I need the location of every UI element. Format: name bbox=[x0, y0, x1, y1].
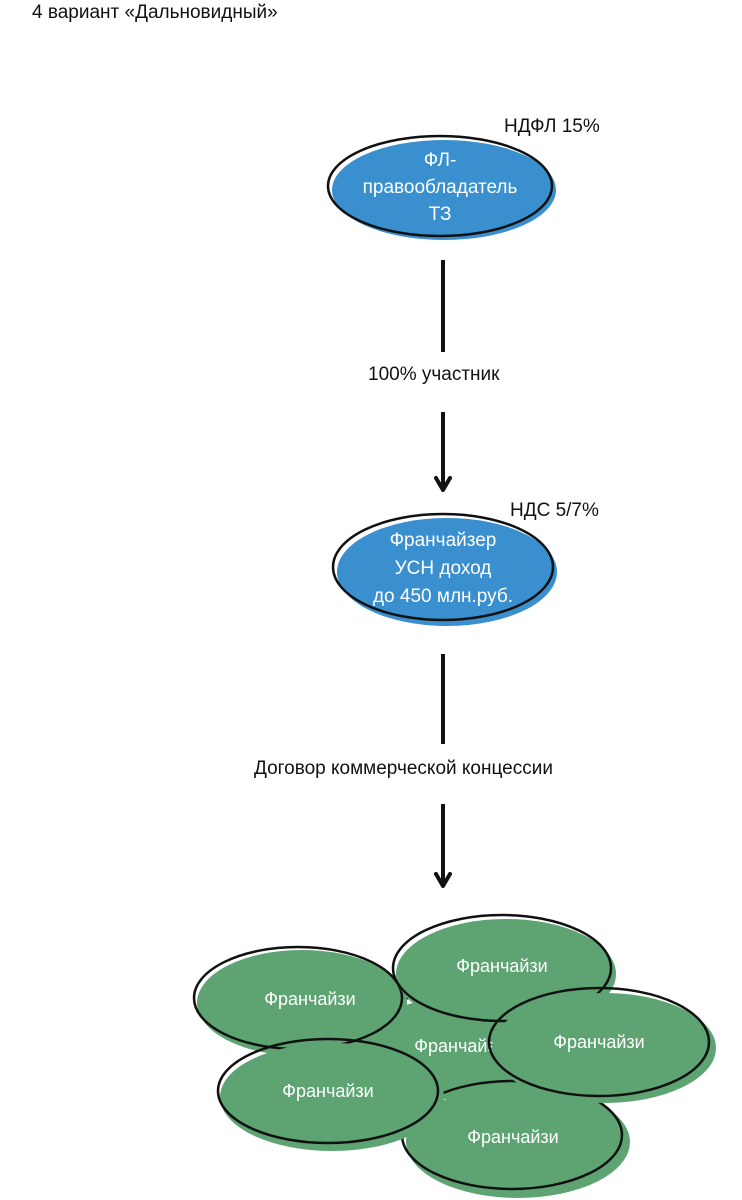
franchisee-cluster: Франчайзи Франчайзи Франчайзи Франчайзи … bbox=[192, 913, 716, 1198]
diagram-title: 4 вариант «Дальновидный» bbox=[32, 2, 278, 23]
edge-1-arrowhead-icon bbox=[434, 476, 452, 492]
franchisee-node-left-top: Франчайзи bbox=[192, 945, 407, 1056]
node-franchisor-shape bbox=[337, 518, 557, 626]
node-owner: ФЛ- правообладатель ТЗ bbox=[326, 134, 556, 240]
node-franchisor-line-1: Франчайзер bbox=[390, 530, 497, 551]
node-franchisor-line-3: до 450 млн.руб. bbox=[373, 586, 513, 607]
franchisee-node-right: Франчайзи bbox=[487, 986, 716, 1103]
node-franchisor-line-2: УСН доход bbox=[395, 558, 492, 579]
franchisee-label-left-bottom: Франчайзи bbox=[282, 1081, 373, 1101]
node-owner-outline bbox=[326, 134, 554, 238]
edge-2-arrowhead-icon bbox=[434, 872, 452, 888]
franchisee-node-bottom: Франчайзи bbox=[400, 1079, 630, 1198]
node-franchisor: Франчайзер УСН доход до 450 млн.руб. bbox=[331, 512, 557, 626]
edge-2-label: Договор коммерческой концессии bbox=[254, 758, 553, 779]
franchisee-label-bottom: Франчайзи bbox=[467, 1127, 558, 1147]
node-owner-line-1: ФЛ- bbox=[424, 150, 457, 171]
owner-tax-label: НДФЛ 15% bbox=[504, 116, 600, 137]
node-owner-shape bbox=[332, 140, 556, 240]
node-owner-line-3: ТЗ bbox=[429, 204, 452, 225]
franchisor-tax-label: НДС 5/7% bbox=[510, 500, 599, 521]
franchisee-label-center: Франчайзи bbox=[414, 1036, 505, 1056]
node-franchisor-outline bbox=[331, 512, 555, 622]
node-owner-line-2: правообладатель bbox=[363, 177, 518, 198]
franchisee-label-right: Франчайзи bbox=[553, 1032, 644, 1052]
franchisee-node-left-bottom: Франчайзи bbox=[216, 1037, 444, 1151]
edge-1-label: 100% участник bbox=[368, 364, 500, 385]
franchisee-label-left-top: Франчайзи bbox=[264, 989, 355, 1009]
franchisee-label-top: Франчайзи bbox=[456, 956, 547, 976]
